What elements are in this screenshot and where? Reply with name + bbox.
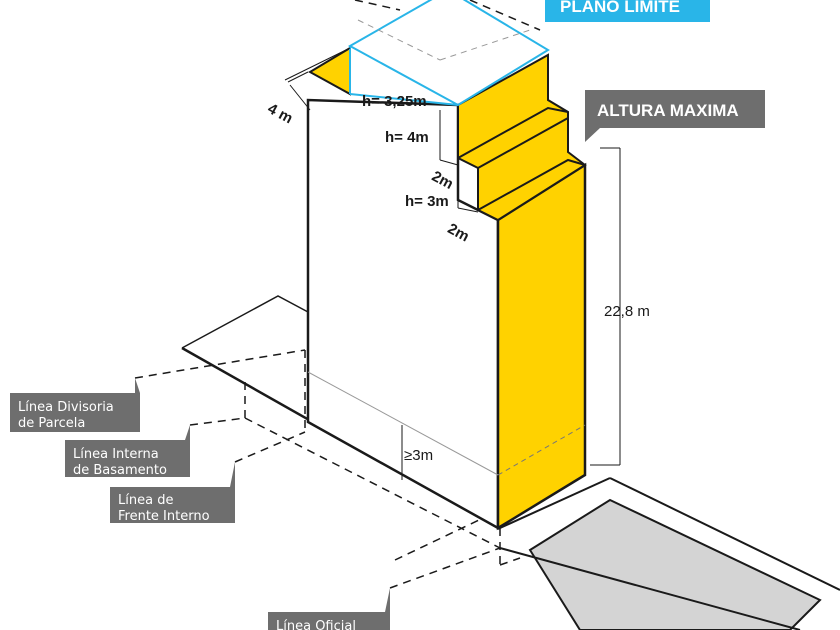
svg-text:ALTURA MAXIMA: ALTURA MAXIMA: [597, 101, 739, 120]
plano-limite-frame: [347, 0, 550, 107]
plano-inner-dash-2: [439, 29, 531, 61]
dimension-lines: [284, 47, 621, 480]
svg-text:Frente Interno: Frente Interno: [118, 509, 210, 524]
label-interna: Línea Interna de Basamento: [65, 425, 190, 478]
dashed-lines: [134, 0, 541, 589]
label-oficial: Línea Oficial: [268, 588, 390, 630]
svg-text:Línea de: Línea de: [118, 493, 173, 508]
sidewalk-edge: [499, 477, 611, 529]
step-edge-2: [477, 117, 569, 169]
plano-inner-dash: [357, 19, 441, 61]
svg-text:de Parcela: de Parcela: [18, 416, 85, 431]
label-frente: Línea de Frente Interno: [110, 462, 235, 524]
lot-outline: [181, 295, 309, 349]
svg-text:Línea Interna: Línea Interna: [73, 447, 159, 462]
svg-text:PLANO LIMITE: PLANO LIMITE: [560, 0, 680, 16]
tag-altura-maxima: ALTURA MAXIMA: [585, 90, 765, 142]
step-edge-3: [477, 158, 586, 211]
svg-text:Línea Oficial: Línea Oficial: [276, 619, 356, 630]
dim-top-width: 4 m: [265, 100, 296, 127]
dim-base-height: ≥3m: [404, 447, 433, 464]
dim-h-mid: h= 4m: [385, 129, 429, 146]
dim-h-low: h= 3m: [405, 193, 449, 210]
top-left-wedge: [307, 46, 351, 96]
step-edge-1: [457, 106, 569, 159]
sidewalk-edge-2: [609, 477, 840, 591]
label-divisoria: Línea Divisoria de Parcela: [10, 378, 140, 432]
svg-text:de Basamento: de Basamento: [73, 463, 167, 478]
base-line: [307, 371, 499, 476]
tag-plano-limite: PLANO LIMITE: [545, 0, 710, 22]
sidewalk: [528, 498, 822, 630]
dim-h-top: h= 3,25m: [362, 93, 427, 110]
svg-text:Línea Divisoria: Línea Divisoria: [18, 400, 114, 415]
building-side-face: [496, 162, 587, 531]
sidewalk-front: [499, 547, 801, 630]
base-line-side: [497, 424, 586, 476]
dim-total-height: 22,8 m: [604, 303, 650, 320]
